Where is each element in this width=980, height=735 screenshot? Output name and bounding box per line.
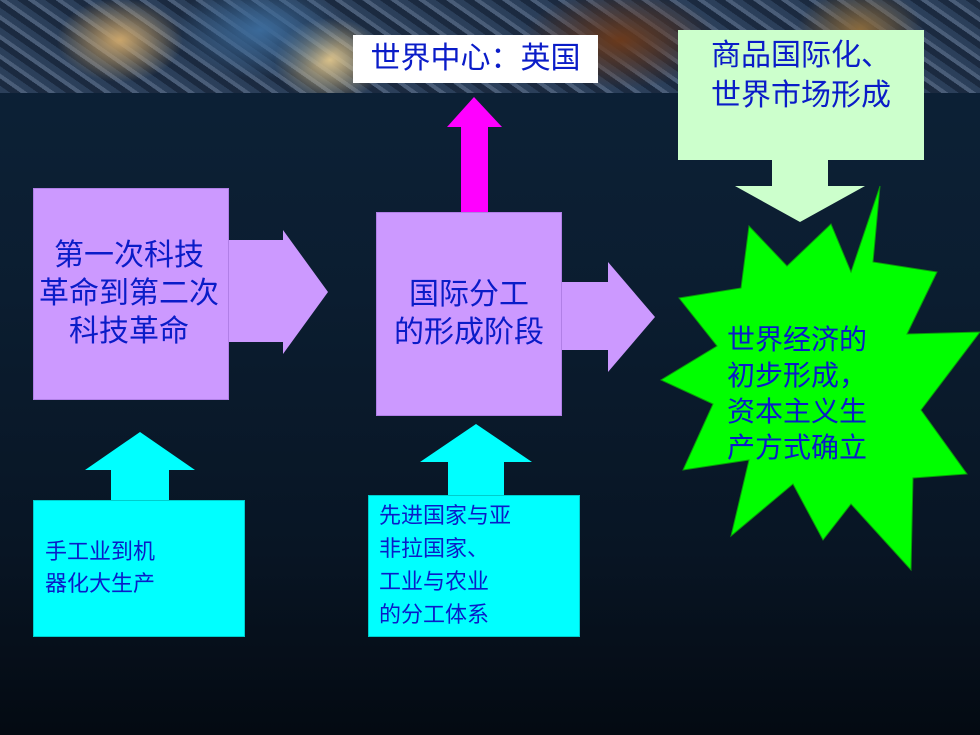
world-market-box: 商品国际化、 世界市场形成 <box>678 30 924 160</box>
result-label: 世界经济的 初步形成， 资本主义生 产方式确立 <box>727 323 868 464</box>
world-center-box: 世界中心：英国 <box>353 35 598 83</box>
handicraft-up-arrow <box>85 432 195 504</box>
system-box: 先进国家与亚 非拉国家、 工业与农业 的分工体系 <box>368 495 580 637</box>
division-label: 国际分工 的形成阶段 <box>394 277 544 350</box>
world-center-label: 世界中心：英国 <box>370 41 581 76</box>
system-up-arrow <box>420 424 532 498</box>
system-label: 先进国家与亚 非拉国家、 工业与农业 的分工体系 <box>379 504 512 628</box>
revolution-box: 第一次科技 革命到第二次 科技革命 <box>33 188 229 400</box>
handicraft-box: 手工业到机 器化大生产 <box>33 500 245 637</box>
revolution-label: 第一次科技 革命到第二次 科技革命 <box>39 238 219 349</box>
market-down-arrow <box>735 158 865 222</box>
division-box: 国际分工 的形成阶段 <box>376 212 562 416</box>
center-up-arrow <box>447 97 502 212</box>
revolution-right-arrow <box>228 230 328 354</box>
result-text-box: 世界经济的 初步形成， 资本主义生 产方式确立 <box>727 322 907 482</box>
result-starburst <box>659 185 980 572</box>
world-market-label: 商品国际化、 世界市场形成 <box>711 38 891 113</box>
handicraft-label: 手工业到机 器化大生产 <box>45 539 156 597</box>
division-right-arrow <box>560 262 655 372</box>
